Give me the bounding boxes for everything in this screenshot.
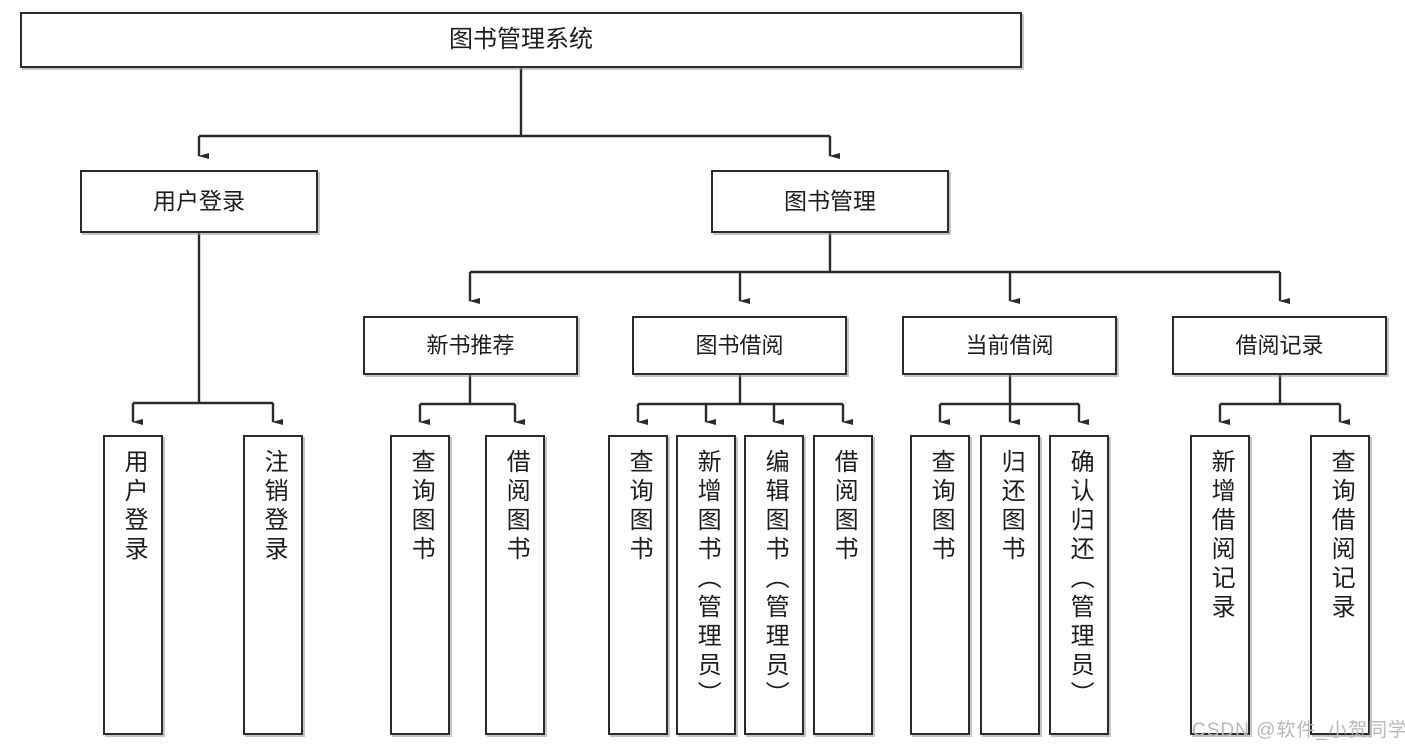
node-label: 图书借阅 [695,332,784,358]
leaf-query-books-recommend[interactable]: 查询图书 [390,435,450,735]
leaf-borrow-books[interactable]: 借阅图书 [813,435,873,735]
node-label: 确认归还（管理员） [1066,449,1094,710]
node-label: 归还图书 [997,449,1025,565]
node-borrow-record[interactable]: 借阅记录 [1172,316,1387,375]
node-label: 图书管理系统 [449,25,593,53]
leaf-confirm-return-admin[interactable]: 确认归还（管理员） [1049,435,1109,735]
node-current-borrow[interactable]: 当前借阅 [902,316,1117,375]
watermark: CSDN @软件_小贺同学 [1192,720,1405,741]
leaf-borrow-books-recommend[interactable]: 借阅图书 [485,435,545,735]
leaf-add-borrow-record[interactable]: 新增借阅记录 [1190,435,1250,735]
leaf-query-books-current[interactable]: 查询图书 [910,435,970,735]
leaf-logout[interactable]: 注销登录 [243,435,303,735]
leaf-user-login[interactable]: 用户登录 [103,435,163,735]
node-label: 用户登录 [120,449,148,565]
node-label: 查询图书 [407,449,435,565]
node-label: 查询借阅记录 [1327,449,1355,623]
leaf-query-books-borrow[interactable]: 查询图书 [608,435,668,735]
node-book-management[interactable]: 图书管理 [711,170,949,233]
node-label: 注销登录 [260,449,288,565]
node-book-borrow[interactable]: 图书借阅 [632,316,847,375]
node-label: 查询图书 [927,449,955,565]
node-label: 借阅图书 [830,449,858,565]
node-label: 借阅图书 [502,449,530,565]
node-label: 查询图书 [625,449,653,565]
leaf-add-book-admin[interactable]: 新增图书（管理员） [676,435,736,735]
leaf-query-borrow-record[interactable]: 查询借阅记录 [1310,435,1370,735]
node-label: 图书管理 [784,187,876,214]
node-label: 新增借阅记录 [1207,449,1235,623]
node-label: 编辑图书（管理员） [761,449,789,710]
node-label: 用户登录 [153,187,245,214]
node-label: 借阅记录 [1235,332,1324,358]
node-label: 当前借阅 [965,332,1054,358]
leaf-return-books[interactable]: 归还图书 [980,435,1040,735]
node-root-system[interactable]: 图书管理系统 [20,12,1022,68]
node-new-book-recommend[interactable]: 新书推荐 [363,316,578,375]
leaf-edit-book-admin[interactable]: 编辑图书（管理员） [744,435,804,735]
node-user-login[interactable]: 用户登录 [80,170,318,233]
node-label: 新增图书（管理员） [693,449,721,710]
node-label: 新书推荐 [426,332,515,358]
